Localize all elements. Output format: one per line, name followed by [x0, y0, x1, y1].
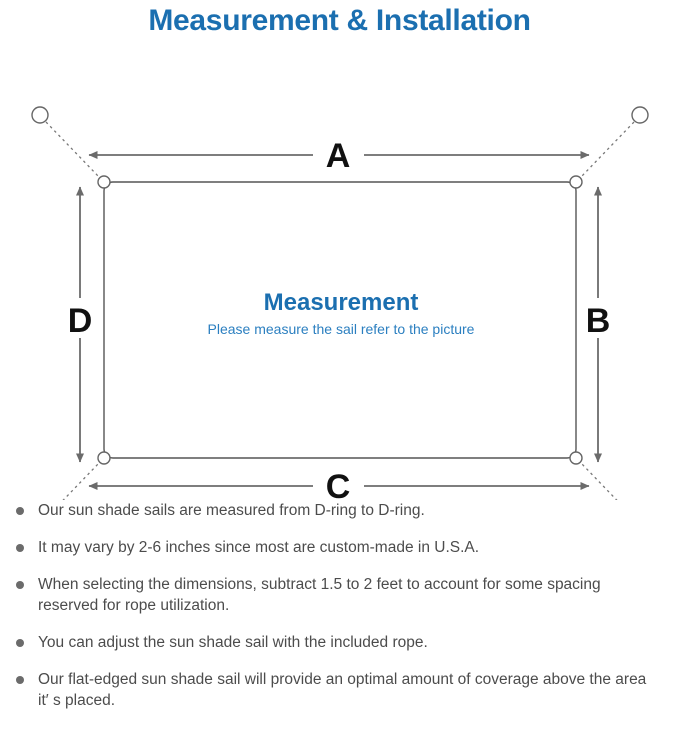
anchor-point-top-right [631, 106, 649, 124]
rope-line-top-left [45, 121, 100, 178]
bullet-icon [16, 544, 24, 552]
dimension-a: A [88, 137, 590, 175]
dimension-c-label: C [326, 468, 351, 500]
bullet-icon [16, 507, 24, 515]
rope-line-bottom-left [62, 462, 100, 500]
shade-sail-rectangle [103, 181, 577, 459]
dimension-d: D [68, 186, 93, 463]
dimension-b-label: B [586, 302, 611, 340]
note-text: Our flat-edged sun shade sail will provi… [38, 671, 647, 709]
note-text: It may vary by 2-6 inches since most are… [38, 539, 480, 556]
d-ring-top-right [569, 175, 583, 189]
rope-line-top-right [580, 121, 635, 178]
d-ring-bottom-right [569, 451, 583, 465]
bullet-icon [16, 676, 24, 684]
d-rings [97, 175, 583, 465]
list-item: When selecting the dimensions, subtract … [14, 574, 661, 616]
dimension-c: C [88, 468, 590, 500]
bullet-icon [16, 581, 24, 589]
diagram-center-title: Measurement [264, 289, 419, 316]
notes-list: Our sun shade sails are measured from D-… [0, 500, 679, 711]
anchor-points [31, 106, 649, 124]
note-text: Our sun shade sails are measured from D-… [38, 502, 425, 519]
list-item: Our sun shade sails are measured from D-… [14, 500, 661, 521]
d-ring-top-left [97, 175, 111, 189]
dimension-b: B [586, 186, 611, 463]
measurement-diagram: A C D B Measurement Please measure the s… [0, 40, 679, 500]
list-item: Our flat-edged sun shade sail will provi… [14, 669, 661, 711]
page-title: Measurement & Installation [148, 4, 531, 37]
d-ring-bottom-left [97, 451, 111, 465]
list-item: It may vary by 2-6 inches since most are… [14, 537, 661, 558]
rope-line-bottom-right [580, 462, 618, 500]
dimension-d-label: D [68, 302, 93, 340]
measurement-diagram-svg: A C D B Measurement Please measure the s… [31, 106, 649, 500]
list-item: You can adjust the sun shade sail with t… [14, 632, 661, 653]
note-text: You can adjust the sun shade sail with t… [38, 634, 428, 651]
diagram-center-subtitle: Please measure the sail refer to the pic… [208, 321, 475, 337]
bullet-icon [16, 639, 24, 647]
note-text: When selecting the dimensions, subtract … [38, 576, 601, 614]
anchor-point-top-left [31, 106, 49, 124]
rope-lines [45, 121, 635, 500]
dimension-a-label: A [326, 137, 351, 175]
